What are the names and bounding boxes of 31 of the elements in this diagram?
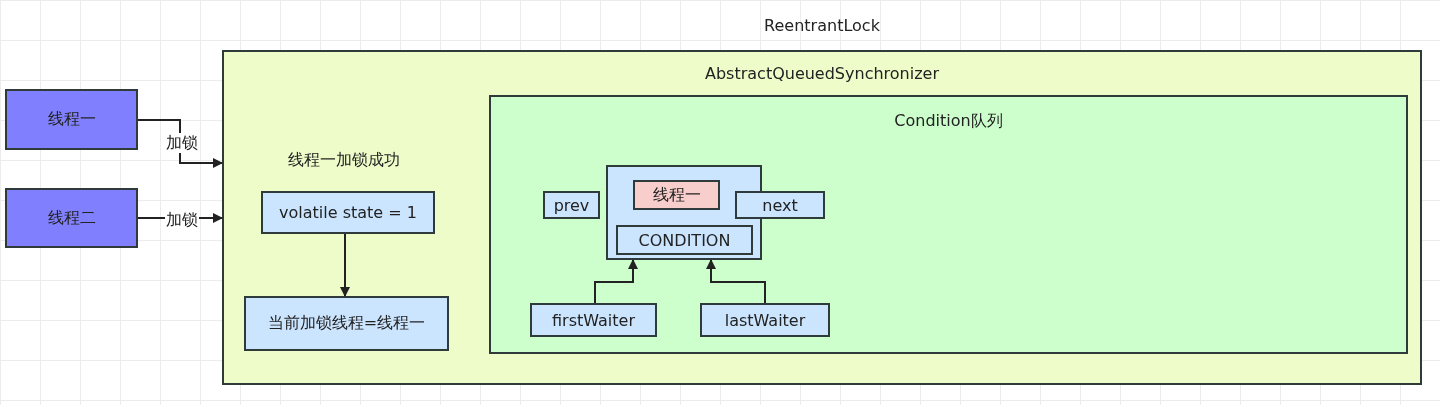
process-box bbox=[530, 303, 657, 337]
arrow bbox=[340, 233, 350, 297]
note-text: 线程一加锁成功 bbox=[288, 150, 400, 171]
box-text: 线程二 bbox=[47, 207, 96, 229]
edge-label: 加锁 bbox=[165, 210, 199, 230]
box-text: firstWaiter bbox=[552, 310, 635, 330]
heading: AbstractQueuedSynchronizer bbox=[704, 64, 940, 83]
heading: Condition队列 bbox=[893, 111, 1004, 132]
arrow bbox=[594, 259, 638, 304]
box-text: 线程一 bbox=[652, 184, 701, 206]
process-box bbox=[700, 303, 830, 337]
process-box bbox=[261, 191, 435, 234]
process-box bbox=[244, 296, 449, 351]
box-text: CONDITION bbox=[638, 230, 731, 250]
process-box bbox=[633, 180, 720, 210]
heading: ReentrantLock bbox=[763, 16, 881, 35]
process-box bbox=[5, 188, 138, 248]
process-box bbox=[735, 191, 825, 219]
box-text: next bbox=[762, 195, 798, 215]
box-text: 当前加锁线程=线程一 bbox=[267, 313, 426, 334]
edge-label: 加锁 bbox=[165, 133, 199, 153]
container-box bbox=[489, 95, 1408, 354]
process-box bbox=[5, 89, 138, 150]
process-box bbox=[616, 225, 753, 255]
container-box bbox=[606, 165, 762, 260]
process-box bbox=[543, 191, 600, 219]
box-text: volatile state = 1 bbox=[279, 203, 417, 222]
box-text: prev bbox=[553, 195, 590, 215]
arrow bbox=[706, 259, 766, 304]
box-text: lastWaiter bbox=[724, 310, 806, 330]
box-text: 线程一 bbox=[47, 109, 96, 130]
